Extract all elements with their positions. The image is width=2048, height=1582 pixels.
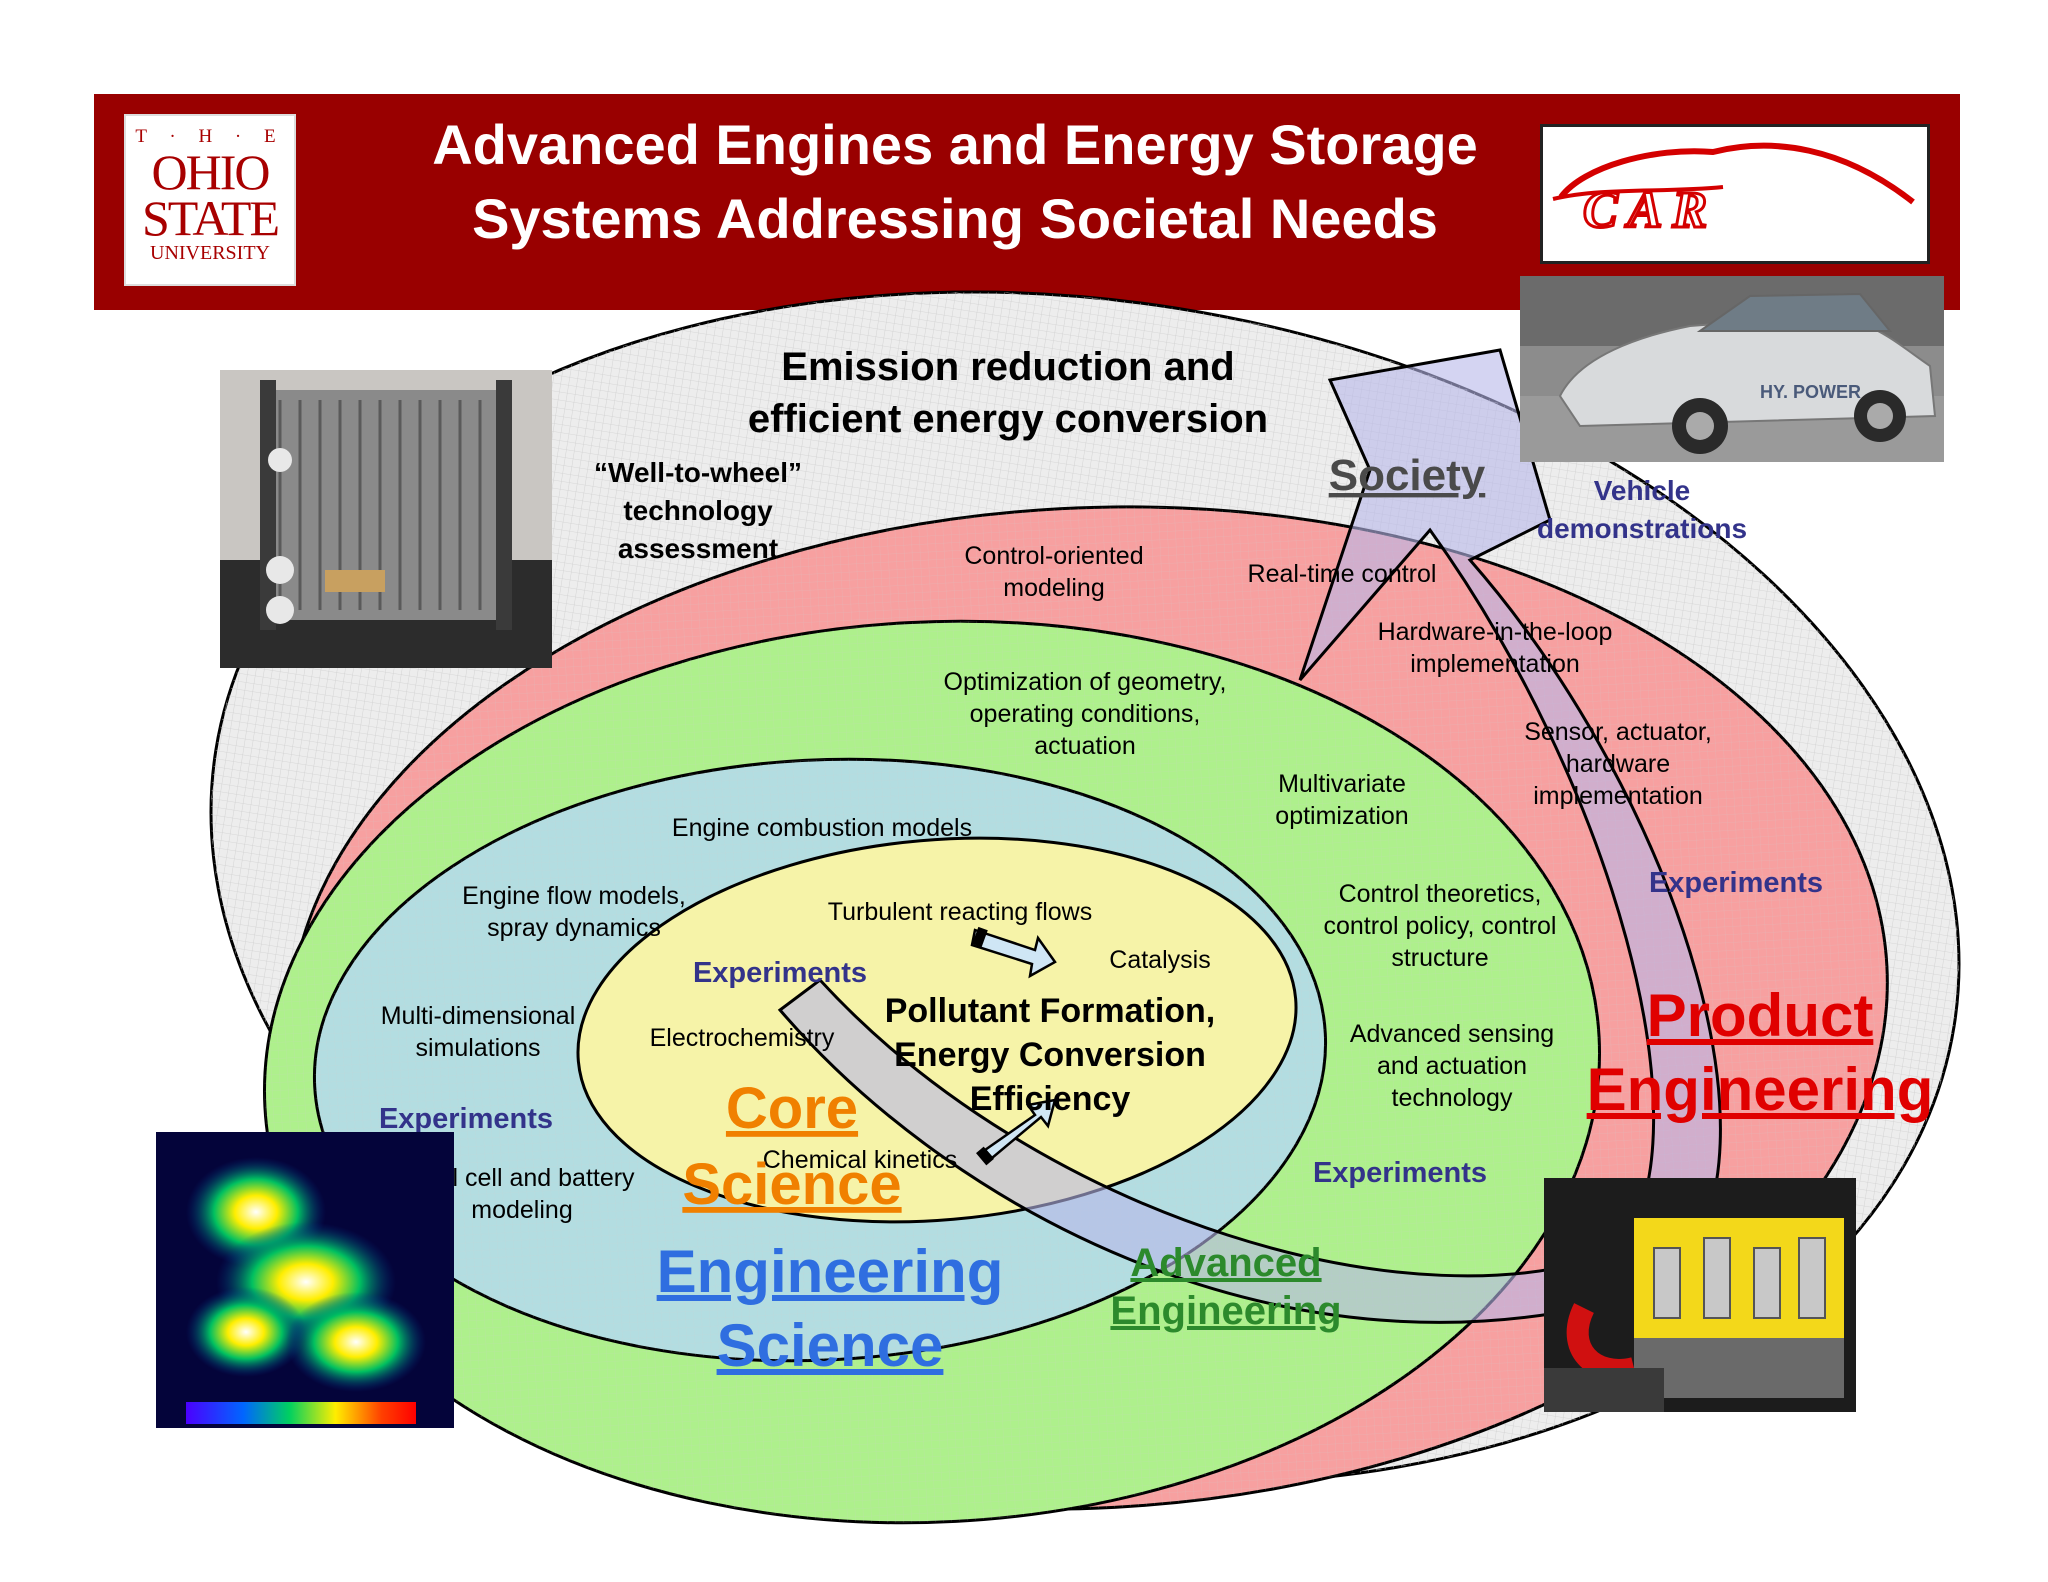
small-arrow-lower-tail — [976, 1146, 994, 1166]
control-theoretics-line2: control policy, control — [1324, 912, 1557, 940]
logo-the-text: T · H · E — [135, 126, 285, 147]
society-heading-line1: Emission reduction and — [781, 345, 1234, 389]
pollutant-line2: Energy Conversion — [894, 1036, 1206, 1074]
electrochemistry: Electrochemistry — [650, 1024, 835, 1052]
small-arrow-upper-tail — [972, 926, 988, 948]
control-oriented-line1: Control-oriented — [964, 542, 1143, 570]
multidim-line2: simulations — [415, 1034, 540, 1062]
advanced-sensing-line1: Advanced sensing — [1350, 1020, 1554, 1048]
advanced-label-line2: Engineering — [1110, 1289, 1341, 1333]
advanced-sensing-line3: technology — [1392, 1084, 1513, 1112]
control-oriented-line2: modeling — [1003, 574, 1104, 602]
car-logo-text: CAR — [1583, 182, 1717, 239]
vehicle-demo-line2: demonstrations — [1537, 513, 1747, 544]
multivariate-line1: Multivariate — [1278, 770, 1406, 798]
core-science-ellipse — [576, 836, 1298, 1224]
logo-ohio-text: OHIO — [151, 144, 271, 200]
sensor-line2: hardware — [1566, 750, 1670, 778]
engine-flow-line1: Engine flow models, — [462, 882, 686, 910]
pollutant-line1: Pollutant Formation, — [885, 992, 1216, 1030]
society-label: Society — [1329, 451, 1486, 500]
control-theoretics-line1: Control theoretics, — [1339, 880, 1542, 908]
car-logo-drawing: CAR — [1552, 142, 1915, 241]
spray-heatmap-photo — [156, 1132, 454, 1428]
society-heading-line2: efficient energy conversion — [748, 397, 1268, 441]
wtw-line1: “Well-to-wheel” — [594, 457, 802, 488]
optimization-line3: actuation — [1034, 732, 1135, 760]
optimization-line2: operating conditions, — [970, 700, 1201, 728]
car-plate-text: HY. POWER — [1760, 382, 1861, 402]
product-label-line1: Product — [1647, 982, 1874, 1049]
car-center-logo: CAR — [1540, 124, 1930, 264]
wtw-line3: assessment — [618, 533, 778, 564]
small-arrow-lower — [983, 1098, 1057, 1160]
fuel-cell-line2: modeling — [471, 1196, 572, 1224]
title-line-2: Systems Addressing Societal Needs — [472, 187, 1438, 250]
flow-arrow — [777, 348, 1722, 1324]
sensor-line1: Sensor, actuator, — [1524, 718, 1712, 746]
logo-state-text: STATE — [142, 190, 280, 246]
chemical-kinetics: Chemical kinetics — [763, 1146, 958, 1174]
product-label-line2: Engineering — [1587, 1056, 1934, 1123]
engsci-label-line2: Science — [717, 1312, 944, 1379]
turbulent-flows: Turbulent reacting flows — [828, 898, 1092, 926]
engine-cutaway-photo — [1544, 1178, 1856, 1412]
hil-line2: implementation — [1410, 650, 1580, 678]
engsci-experiments: Experiments — [379, 1103, 553, 1135]
fuel-cell-stack-photo — [220, 370, 552, 668]
advanced-sensing-line2: and actuation — [1377, 1052, 1527, 1080]
engine-flow-line2: spray dynamics — [487, 914, 661, 942]
core-experiments: Experiments — [693, 957, 867, 989]
control-theoretics-line3: structure — [1391, 944, 1488, 972]
title-line-1: Advanced Engines and Energy Storage — [432, 113, 1478, 176]
vehicle-photo: HY. POWER — [1520, 276, 1944, 462]
catalysis: Catalysis — [1109, 946, 1210, 974]
ohio-state-logo: T · H · E OHIO STATE UNIVERSITY — [124, 114, 296, 286]
multidim-line1: Multi-dimensional — [381, 1002, 576, 1030]
pollutant-line3: Efficiency — [970, 1080, 1131, 1118]
wtw-line2: technology — [623, 495, 773, 526]
product-experiments: Experiments — [1649, 867, 1823, 899]
logo-university-text: UNIVERSITY — [150, 242, 270, 264]
core-label-line2: Science — [682, 1152, 901, 1217]
optimization-line1: Optimization of geometry, — [944, 668, 1227, 696]
realtime-control: Real-time control — [1248, 560, 1437, 588]
engsci-label-line1: Engineering — [657, 1238, 1004, 1305]
advanced-label-line1: Advanced — [1130, 1241, 1321, 1285]
page-title: Advanced Engines and Energy Storage Syst… — [340, 108, 1570, 256]
sensor-line3: implementation — [1533, 782, 1703, 810]
advanced-experiments: Experiments — [1313, 1157, 1487, 1189]
core-label-line1: Core — [726, 1076, 858, 1141]
small-arrow-upper — [970, 928, 1057, 979]
vehicle-demo-line1: Vehicle — [1594, 475, 1691, 506]
hil-line1: Hardware-in-the-loop — [1378, 618, 1613, 646]
multivariate-line2: optimization — [1275, 802, 1408, 830]
engine-combustion-models: Engine combustion models — [672, 814, 972, 842]
